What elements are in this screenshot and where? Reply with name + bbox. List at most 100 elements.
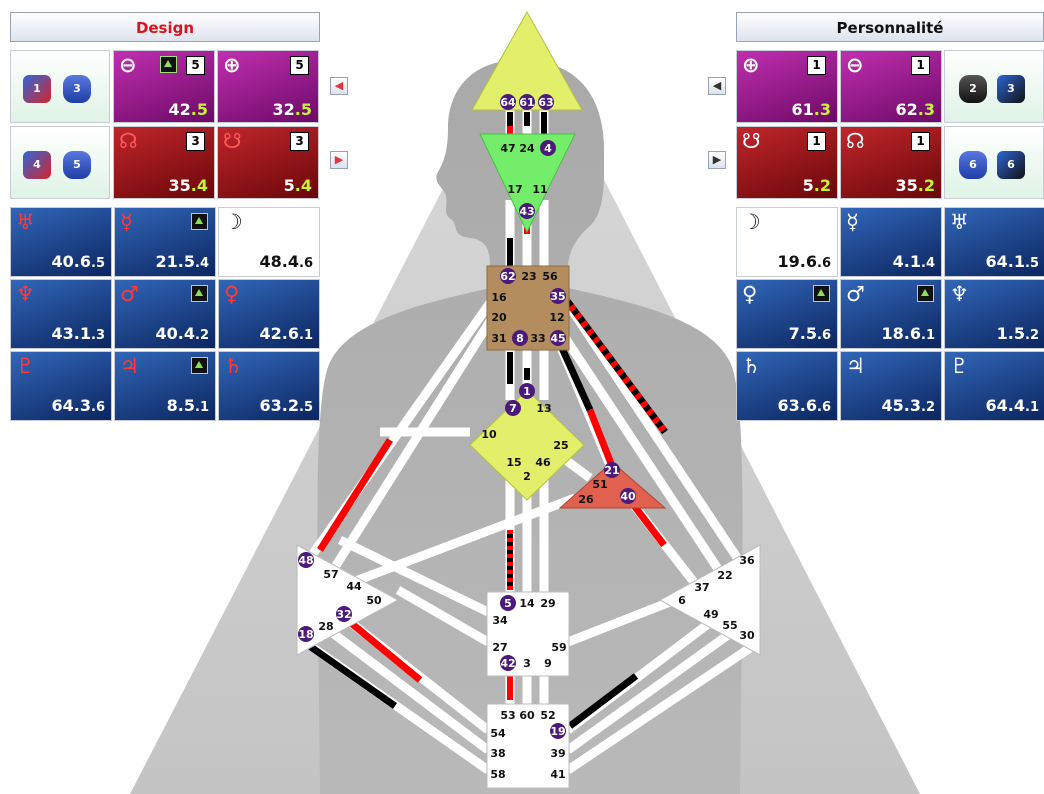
- gate-12-label[interactable]: 12: [549, 311, 564, 324]
- design-north-node-tile[interactable]: ☊ 3 35.4: [113, 126, 215, 199]
- gate-46-label[interactable]: 46: [535, 456, 551, 469]
- gate-8-label[interactable]: 8: [516, 332, 524, 345]
- gate-37-label[interactable]: 37: [694, 581, 709, 594]
- gate-54-label[interactable]: 54: [490, 727, 506, 740]
- gate-47-label[interactable]: 47: [500, 142, 515, 155]
- gate-18-label[interactable]: 18: [298, 628, 313, 641]
- gate-23-label[interactable]: 23: [521, 270, 536, 283]
- gate-2-label[interactable]: 2: [523, 470, 531, 483]
- personality-planet-cell[interactable]: ♅64.1.5: [944, 207, 1044, 277]
- design-arrow-left-button[interactable]: ◀: [330, 77, 348, 95]
- gate-38-label[interactable]: 38: [490, 747, 505, 760]
- gate-25-label[interactable]: 25: [553, 439, 568, 452]
- design-south-node-tile[interactable]: ☋ 3 5.4: [217, 126, 319, 199]
- ego-center[interactable]: [558, 461, 667, 509]
- gate-41-label[interactable]: 41: [550, 768, 565, 781]
- gate-55-label[interactable]: 55: [722, 619, 737, 632]
- ajna-center[interactable]: [479, 133, 576, 234]
- gate-21-label[interactable]: 21: [604, 464, 619, 477]
- gate-56-label[interactable]: 56: [542, 270, 558, 283]
- personality-planet-cell[interactable]: ♀7.5.6: [736, 279, 838, 349]
- gate-40-label[interactable]: 40: [620, 490, 636, 503]
- design-planet-cell[interactable]: ♄63.2.5: [218, 351, 320, 421]
- gate-35-label[interactable]: 35: [550, 290, 565, 303]
- gate-15-label[interactable]: 15: [506, 456, 521, 469]
- gate-45-label[interactable]: 45: [550, 332, 565, 345]
- gate-36-label[interactable]: 36: [739, 554, 755, 567]
- gate-27-label[interactable]: 27: [492, 641, 507, 654]
- gate-39-label[interactable]: 39: [550, 747, 565, 760]
- design-arrow-right-button[interactable]: ▶: [330, 151, 348, 169]
- solar-plexus-center[interactable]: [658, 544, 761, 656]
- gate-19-label[interactable]: 19: [550, 725, 565, 738]
- gate-53-label[interactable]: 53: [500, 709, 515, 722]
- gate-17-label[interactable]: 17: [507, 183, 522, 196]
- design-planet-cell[interactable]: ♇64.3.6: [10, 351, 112, 421]
- gate-26-label[interactable]: 26: [578, 493, 594, 506]
- gate-1-label[interactable]: 1: [523, 385, 531, 398]
- gate-42-label[interactable]: 42: [500, 657, 515, 670]
- gate-48-label[interactable]: 48: [298, 554, 313, 567]
- gate-14-label[interactable]: 14: [519, 597, 535, 610]
- gate-31-label[interactable]: 31: [491, 332, 506, 345]
- personality-variable-top[interactable]: 2 3: [944, 50, 1044, 123]
- gate-64-label[interactable]: 64: [500, 96, 516, 109]
- design-sun-tile[interactable]: ⊕ 5 32.5: [217, 50, 319, 123]
- personality-planet-cell[interactable]: ♄63.6.6: [736, 351, 838, 421]
- personality-north-node-tile[interactable]: ☊ 1 35.2: [840, 126, 942, 199]
- gate-32-label[interactable]: 32: [336, 608, 351, 621]
- gate-30-label[interactable]: 30: [739, 629, 755, 642]
- gate-10-label[interactable]: 10: [481, 428, 497, 441]
- g-center[interactable]: [469, 389, 585, 501]
- design-planet-cell[interactable]: ♂40.4.2: [114, 279, 216, 349]
- design-earth-tile[interactable]: ⊖ 5 42.5: [113, 50, 215, 123]
- gate-49-label[interactable]: 49: [703, 608, 718, 621]
- personality-sun-tile[interactable]: ⊕ 1 61.3: [736, 50, 838, 123]
- design-planet-cell[interactable]: ☽48.4.6: [218, 207, 320, 277]
- gate-6-label[interactable]: 6: [678, 594, 686, 607]
- personality-planet-cell[interactable]: ♇64.4.1: [944, 351, 1044, 421]
- gate-52-label[interactable]: 52: [540, 709, 555, 722]
- personality-variable-bottom[interactable]: 6 6: [944, 126, 1044, 199]
- gate-4-label[interactable]: 4: [544, 142, 552, 155]
- gate-29-label[interactable]: 29: [540, 597, 555, 610]
- spleen-center[interactable]: [296, 544, 400, 656]
- gate-63-label[interactable]: 63: [538, 96, 553, 109]
- design-planet-cell[interactable]: ☿21.5.4: [114, 207, 216, 277]
- gate-7-label[interactable]: 7: [509, 402, 517, 415]
- personality-planet-cell[interactable]: ☽19.6.6: [736, 207, 838, 277]
- gate-61-label[interactable]: 61: [519, 96, 534, 109]
- gate-51-label[interactable]: 51: [592, 478, 607, 491]
- gate-16-label[interactable]: 16: [491, 291, 507, 304]
- personality-arrow-left-button[interactable]: ◀: [708, 77, 726, 95]
- gate-11-label[interactable]: 11: [532, 183, 547, 196]
- design-variable-bottom[interactable]: 4 5: [10, 126, 110, 199]
- personality-planet-cell[interactable]: ♂18.6.1: [840, 279, 942, 349]
- gate-28-label[interactable]: 28: [318, 620, 333, 633]
- design-planet-cell[interactable]: ♀42.6.1: [218, 279, 320, 349]
- personality-south-node-tile[interactable]: ☋ 1 5.2: [736, 126, 838, 199]
- root-center[interactable]: [486, 703, 570, 789]
- gate-9-label[interactable]: 9: [544, 657, 552, 670]
- gate-13-label[interactable]: 13: [536, 402, 551, 415]
- design-planet-cell[interactable]: ♃8.5.1: [114, 351, 216, 421]
- design-planet-cell[interactable]: ♅40.6.5: [10, 207, 112, 277]
- gate-62-label[interactable]: 62: [500, 270, 515, 283]
- gate-50-label[interactable]: 50: [366, 594, 382, 607]
- gate-24-label[interactable]: 24: [519, 142, 535, 155]
- gate-5-label[interactable]: 5: [504, 597, 512, 610]
- gate-59-label[interactable]: 59: [551, 641, 566, 654]
- gate-20-label[interactable]: 20: [491, 311, 507, 324]
- gate-57-label[interactable]: 57: [323, 568, 338, 581]
- personality-planet-cell[interactable]: ☿4.1.4: [840, 207, 942, 277]
- gate-43-label[interactable]: 43: [519, 205, 534, 218]
- personality-earth-tile[interactable]: ⊖ 1 62.3: [840, 50, 942, 123]
- design-planet-cell[interactable]: ♆43.1.3: [10, 279, 112, 349]
- gate-44-label[interactable]: 44: [346, 580, 362, 593]
- gate-33-label[interactable]: 33: [530, 332, 545, 345]
- gate-22-label[interactable]: 22: [717, 569, 732, 582]
- gate-34-label[interactable]: 34: [492, 614, 508, 627]
- gate-3-label[interactable]: 3: [523, 657, 531, 670]
- personality-arrow-right-button[interactable]: ▶: [708, 151, 726, 169]
- personality-planet-cell[interactable]: ♃45.3.2: [840, 351, 942, 421]
